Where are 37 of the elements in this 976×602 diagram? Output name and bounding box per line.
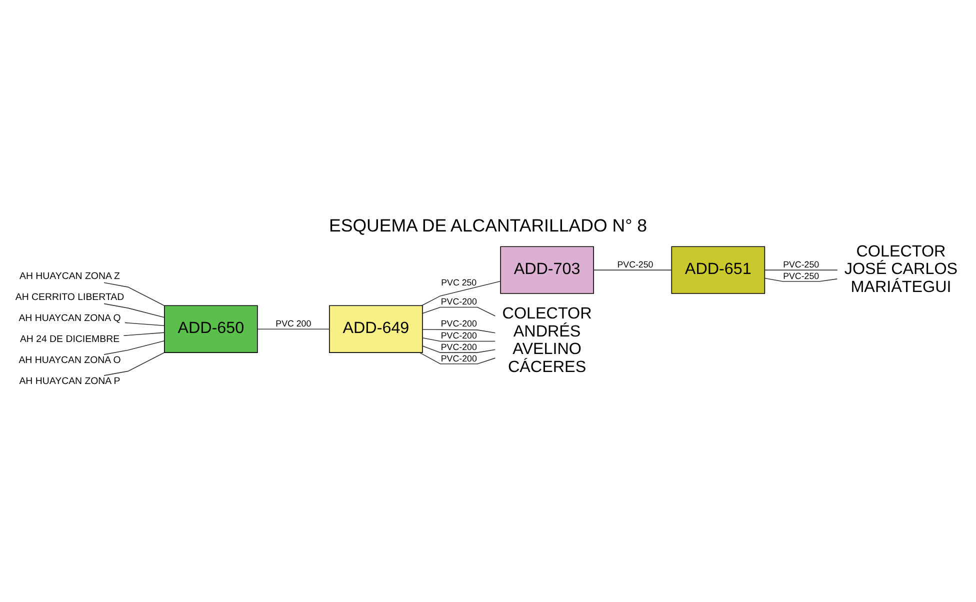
node-box: ADD-703 xyxy=(500,246,594,294)
connector xyxy=(419,352,496,364)
connector xyxy=(104,352,165,376)
edge-label: PVC-200 xyxy=(440,330,477,341)
edge-label: PVC-200 xyxy=(440,342,477,352)
connector xyxy=(124,322,165,326)
connector xyxy=(422,337,496,342)
edge-label: PVC 200 xyxy=(276,318,312,329)
node-text: AH 24 DE DICIEMBRE xyxy=(20,334,120,346)
connector xyxy=(422,306,496,316)
connector xyxy=(104,303,165,318)
connector xyxy=(422,329,496,334)
node-box: ADD-649 xyxy=(329,305,423,353)
edge-label: PVC-250 xyxy=(783,259,820,270)
node-box: ADD-650 xyxy=(164,305,258,353)
connector xyxy=(257,328,330,330)
edge-label: PVC-200 xyxy=(440,353,477,364)
connector xyxy=(104,340,165,355)
connector xyxy=(104,282,165,306)
node-text: COLECTOR JOSÉ CARLOS MARIÁTEGUI xyxy=(844,242,958,296)
edge-label: PVC 250 xyxy=(441,277,477,288)
edge-label: PVC-200 xyxy=(440,296,477,307)
node-box: ADD-651 xyxy=(671,246,766,294)
edge-label: PVC-250 xyxy=(783,270,820,281)
node-text: AH HUAYCAN ZONA Q xyxy=(18,313,121,324)
node-text: AH HUAYCAN ZONA Z xyxy=(20,271,120,282)
edge-label: PVC-250 xyxy=(617,259,654,270)
connector xyxy=(422,280,501,306)
connector xyxy=(422,346,496,353)
connector xyxy=(123,332,165,336)
node-text: AH CERRITO LIBERTAD xyxy=(15,292,124,304)
node-text: AH HUAYCAN ZONA O xyxy=(18,355,121,366)
node-text: AH HUAYCAN ZONA P xyxy=(19,376,120,388)
node-text: COLECTOR ANDRÉS AVELINO CÁCERES xyxy=(502,304,592,376)
edge-label: PVC-200 xyxy=(440,318,477,329)
diagram-title: ESQUEMA DE ALCANTARILLADO N° 8 xyxy=(328,216,648,236)
connector xyxy=(764,278,838,282)
